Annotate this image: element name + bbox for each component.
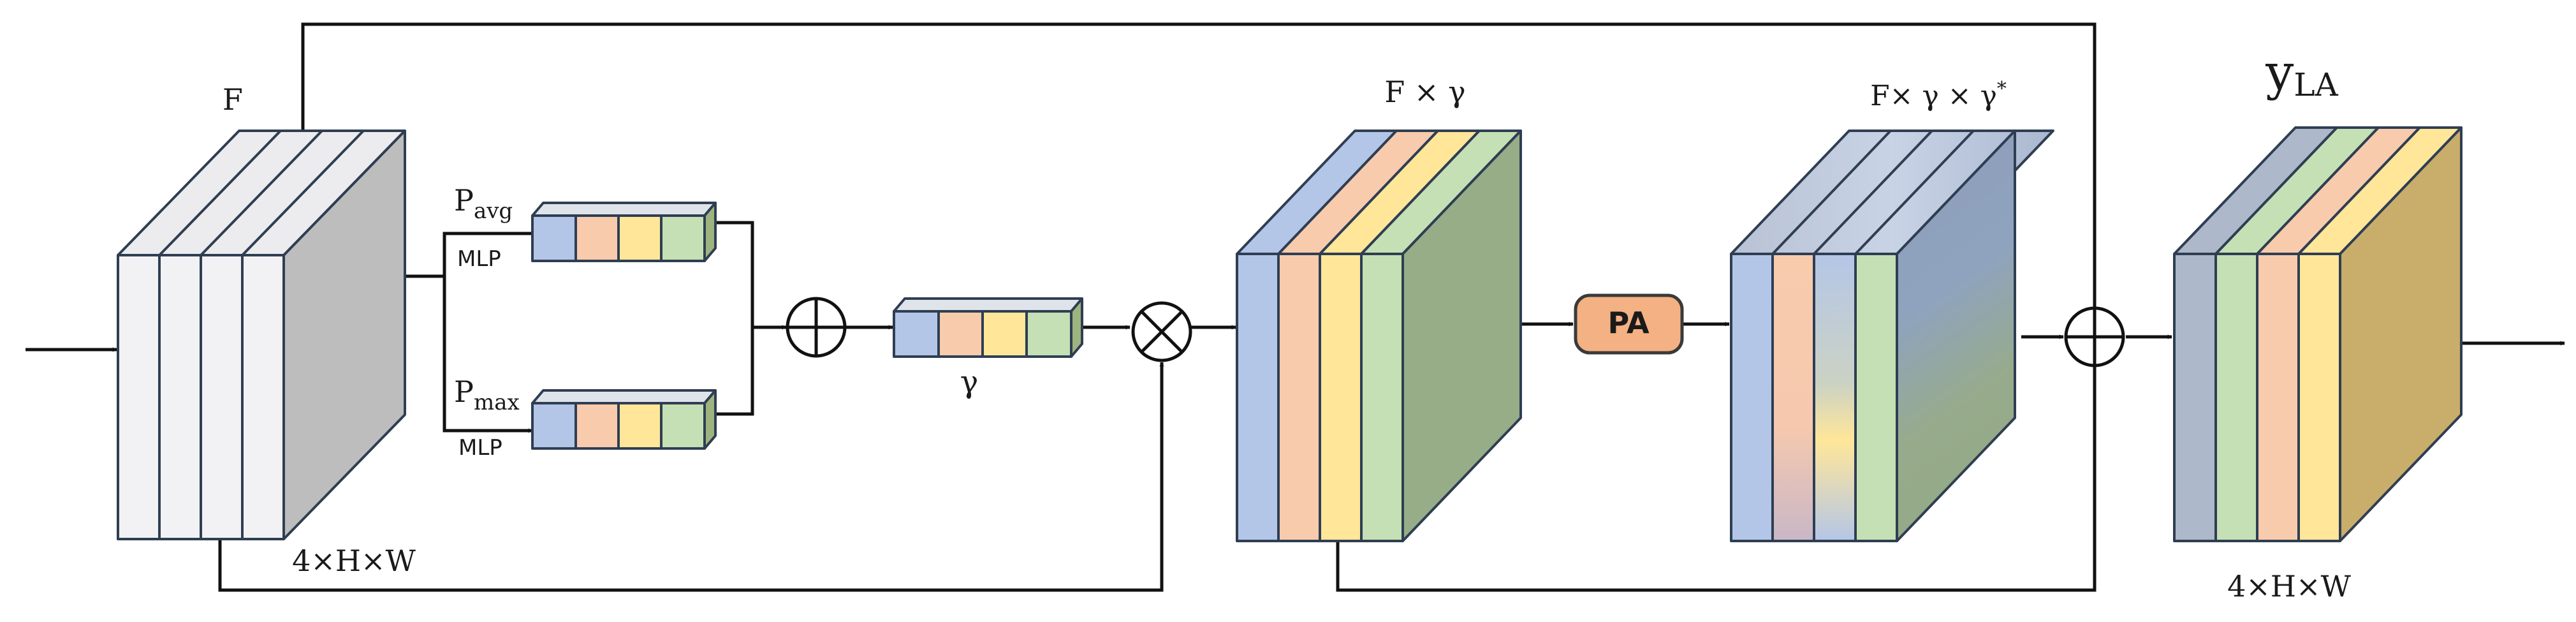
branch-split bbox=[403, 232, 532, 431]
input-slice-4 bbox=[241, 254, 285, 540]
branch-merge bbox=[714, 221, 786, 416]
max-cell-peach bbox=[574, 402, 620, 450]
sum-operator-2 bbox=[2064, 306, 2125, 367]
pavg-label: Pavg bbox=[454, 183, 513, 224]
gamma-vector bbox=[893, 297, 1083, 358]
f-gamma-tensor bbox=[1236, 130, 1522, 542]
input-slice-3 bbox=[200, 254, 244, 540]
pmax-label: Pmax bbox=[454, 374, 520, 415]
avg-cell-blue bbox=[531, 214, 577, 262]
gamma-cell-yellow bbox=[981, 310, 1028, 358]
input-label-F: F bbox=[223, 82, 243, 117]
top-skip-connection bbox=[301, 22, 2097, 344]
pa-block bbox=[1574, 293, 1684, 355]
f-gamma-gamma-star-label: F× γ × γ* bbox=[1870, 78, 2007, 112]
gamma-label: γ bbox=[960, 364, 979, 400]
max-cell-blue bbox=[531, 402, 577, 450]
max-cell-yellow bbox=[617, 402, 662, 450]
avg-cell-green bbox=[660, 214, 706, 262]
gamma-cell-blue bbox=[893, 310, 940, 358]
multiply-operator bbox=[1131, 301, 1192, 362]
input-feature-tensor bbox=[117, 130, 406, 540]
f-gamma-label: F × γ bbox=[1384, 75, 1465, 109]
avg-cell-yellow bbox=[617, 214, 662, 262]
bottom-skip-connection bbox=[218, 362, 1164, 592]
sum-operator-1 bbox=[786, 297, 847, 358]
f-gamma-gamma-star-tensor bbox=[1730, 130, 2054, 542]
mlp-label-top: MLP bbox=[457, 246, 501, 272]
avg-cell-peach bbox=[574, 214, 620, 262]
fgamma-residual-connection bbox=[1336, 360, 2097, 592]
output-label: yLA bbox=[2265, 44, 2338, 103]
edges bbox=[26, 22, 2565, 592]
input-slice-1 bbox=[117, 254, 161, 540]
avg-pool-vector bbox=[531, 202, 717, 262]
max-cell-green bbox=[660, 402, 706, 450]
input-dims-label: 4×H×W bbox=[292, 544, 416, 578]
gamma-cell-green bbox=[1025, 310, 1072, 358]
input-slice-2 bbox=[158, 254, 202, 540]
output-tensor bbox=[2173, 126, 2463, 542]
max-pool-vector bbox=[531, 389, 717, 450]
output-dims-label: 4×H×W bbox=[2227, 569, 2351, 603]
mlp-label-bottom: MLP bbox=[458, 435, 502, 461]
pa-block-label: PA bbox=[1607, 306, 1649, 340]
gamma-cell-peach bbox=[937, 310, 984, 358]
